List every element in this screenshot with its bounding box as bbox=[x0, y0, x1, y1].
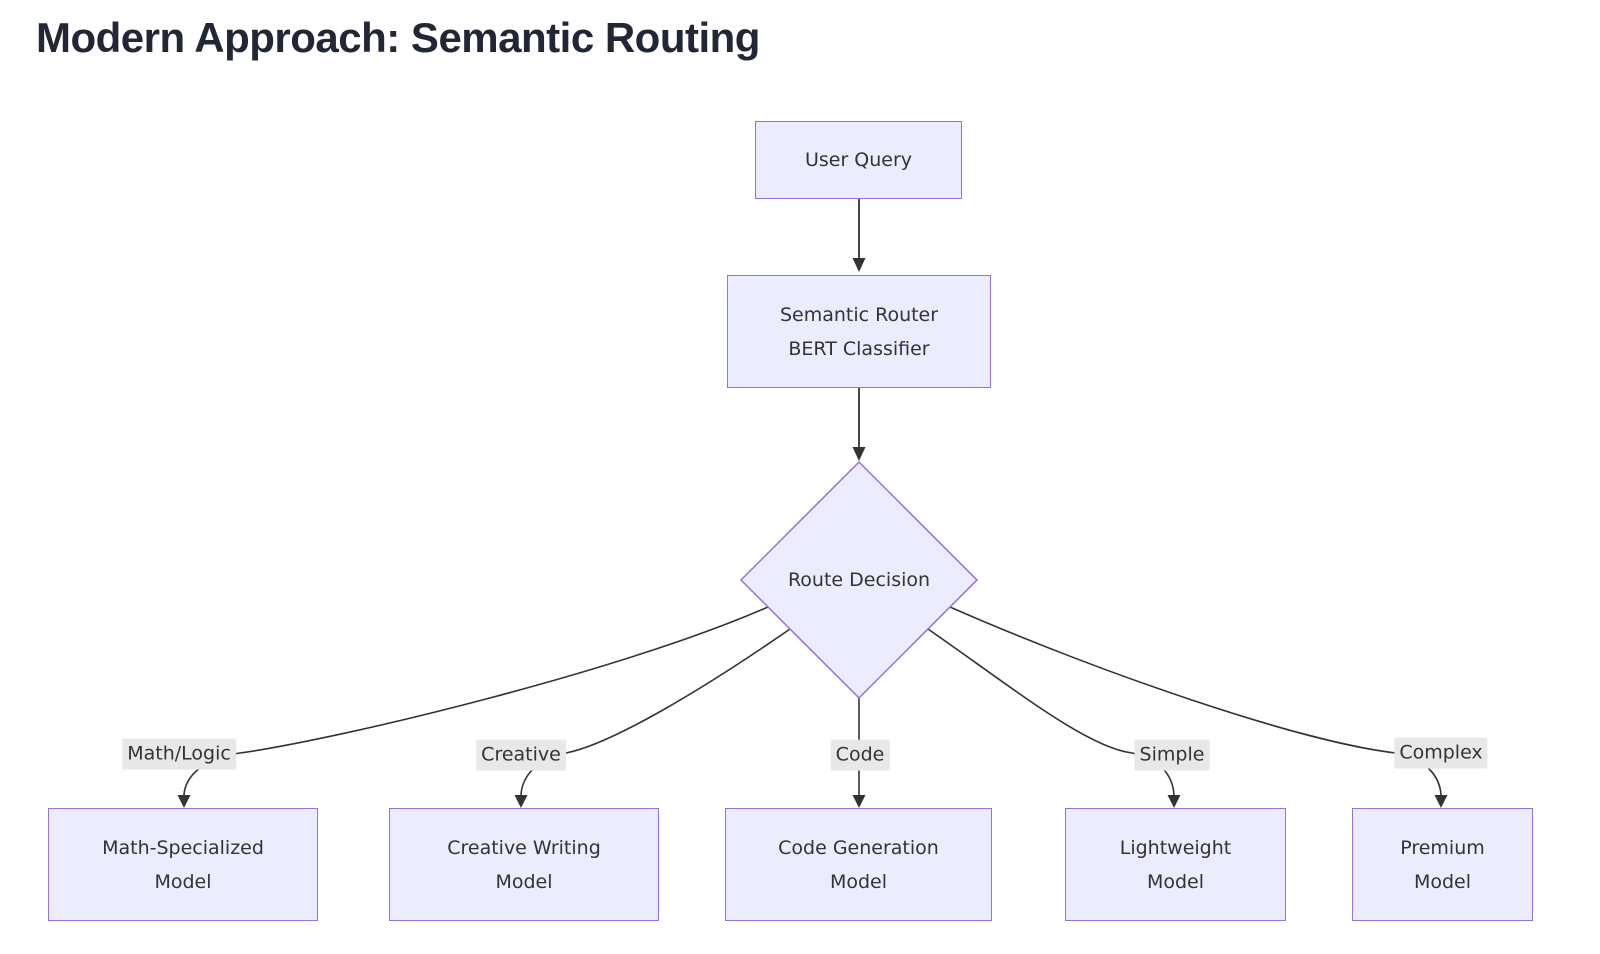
node-code-model-line2: Model bbox=[829, 870, 888, 893]
node-lightweight-model-line1: Lightweight bbox=[1119, 836, 1232, 859]
node-premium-model-line2: Model bbox=[1413, 870, 1472, 893]
node-premium-model: Premium Model bbox=[1352, 808, 1533, 921]
edge-userquery-router bbox=[852, 199, 866, 272]
page-title: Modern Approach: Semantic Routing bbox=[36, 14, 760, 61]
arrowhead-icon bbox=[1434, 795, 1448, 808]
node-math-model-line1: Math-Specialized bbox=[102, 836, 264, 859]
node-creative-model-line2: Model bbox=[495, 870, 553, 893]
node-semantic-router-line1: Semantic Router bbox=[779, 303, 939, 326]
node-creative-writing-model: Creative Writing Model bbox=[389, 808, 659, 921]
edge-decision-creative bbox=[514, 628, 791, 808]
edge-decision-complex bbox=[949, 606, 1448, 808]
node-premium-model-line1: Premium bbox=[1400, 836, 1485, 859]
arrowhead-icon bbox=[852, 258, 866, 272]
node-lightweight-model-line2: Model bbox=[1146, 870, 1205, 893]
node-route-decision-label: Route Decision bbox=[787, 569, 931, 591]
edge-label-math-logic: Math/Logic bbox=[122, 738, 236, 770]
node-user-query-label: User Query bbox=[804, 149, 913, 171]
edge-label-simple: Simple bbox=[1134, 739, 1210, 771]
arrowhead-icon bbox=[514, 795, 528, 808]
route-decision-diamond-shape bbox=[739, 460, 979, 700]
edge-decision-simple bbox=[927, 628, 1181, 808]
node-code-generation-model: Code Generation Model bbox=[725, 808, 992, 921]
edge-label-complex: Complex bbox=[1394, 737, 1488, 769]
node-user-query: User Query bbox=[755, 121, 962, 199]
edge-decision-math bbox=[177, 606, 769, 808]
edge-label-creative: Creative bbox=[476, 739, 566, 771]
node-semantic-router: Semantic Router BERT Classifier bbox=[727, 275, 991, 388]
node-lightweight-model: Lightweight Model bbox=[1065, 808, 1286, 921]
node-semantic-router-line2: BERT Classifier bbox=[788, 337, 930, 360]
arrowhead-icon bbox=[852, 795, 866, 808]
node-math-model-line2: Model bbox=[154, 870, 212, 893]
arrowhead-icon bbox=[1167, 795, 1181, 808]
arrowhead-icon bbox=[852, 447, 866, 461]
node-creative-model-line1: Creative Writing bbox=[447, 836, 601, 859]
node-math-specialized-model: Math-Specialized Model bbox=[48, 808, 318, 921]
edge-label-code: Code bbox=[830, 739, 890, 771]
edge-router-decision bbox=[852, 388, 866, 461]
node-code-model-line1: Code Generation bbox=[778, 836, 939, 859]
arrowhead-icon bbox=[177, 795, 191, 808]
